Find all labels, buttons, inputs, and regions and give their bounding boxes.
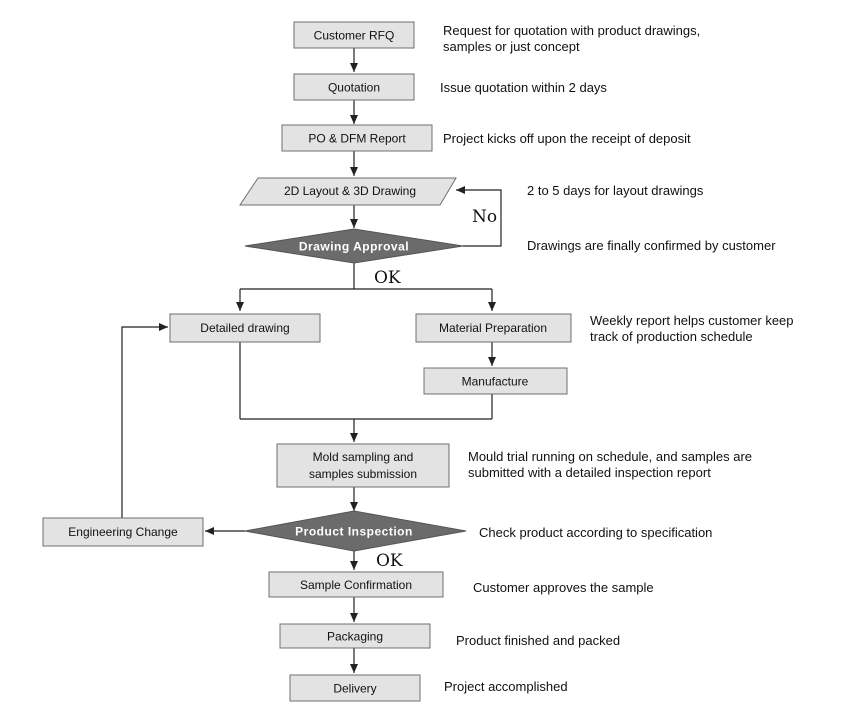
decision-product-inspection: Product Inspection xyxy=(244,510,467,552)
node-mold-sampling-label-line2: samples submission xyxy=(309,467,417,481)
node-po-dfm-report-label: PO & DFM Report xyxy=(308,132,406,146)
node-material-preparation-label: Material Preparation xyxy=(439,321,547,335)
node-detailed-drawing: Detailed drawing xyxy=(169,313,321,343)
node-sample-confirmation: Sample Confirmation xyxy=(268,571,444,598)
decision-drawing-approval: Drawing Approval xyxy=(244,228,464,264)
node-layout-drawing-label: 2D Layout & 3D Drawing xyxy=(284,184,416,198)
note-weekly-line2: track of production schedule xyxy=(590,329,753,344)
node-customer-rfq-label: Customer RFQ xyxy=(314,29,395,43)
note-rfq-line2: samples or just concept xyxy=(443,39,580,54)
node-sample-confirmation-label: Sample Confirmation xyxy=(300,578,412,592)
node-mold-sampling: Mold sampling and samples submission xyxy=(276,443,450,488)
node-detailed-drawing-label: Detailed drawing xyxy=(200,321,289,335)
decision-product-inspection-label: Product Inspection xyxy=(295,525,413,539)
note-rfq-line1: Request for quotation with product drawi… xyxy=(443,23,700,38)
node-manufacture: Manufacture xyxy=(423,367,568,395)
note-mould-line2: submitted with a detailed inspection rep… xyxy=(468,465,711,480)
node-customer-rfq: Customer RFQ xyxy=(293,21,415,49)
node-engineering-change: Engineering Change xyxy=(42,517,204,547)
node-quotation: Quotation xyxy=(293,73,415,101)
node-layout-drawing: 2D Layout & 3D Drawing xyxy=(239,177,457,206)
note-weekly-line1: Weekly report helps customer keep xyxy=(590,313,794,328)
branch-label-no: No xyxy=(472,207,497,227)
node-mold-sampling-label-line1: Mold sampling and xyxy=(313,450,414,464)
node-packaging: Packaging xyxy=(279,623,431,649)
note-mould-line1: Mould trial running on schedule, and sam… xyxy=(468,449,752,464)
node-manufacture-label: Manufacture xyxy=(462,375,529,389)
note-inspection: Check product according to specification xyxy=(479,525,712,540)
arrow-no-loop xyxy=(456,186,502,247)
branch-label-ok-approval: OK xyxy=(374,268,401,288)
note-sample: Customer approves the sample xyxy=(473,580,654,595)
note-delivery: Project accomplished xyxy=(444,679,568,694)
node-packaging-label: Packaging xyxy=(327,630,383,644)
node-po-dfm-report: PO & DFM Report xyxy=(281,124,433,152)
connectors xyxy=(121,48,502,673)
note-po: Project kicks off upon the receipt of de… xyxy=(443,131,691,146)
node-quotation-label: Quotation xyxy=(328,81,380,95)
arrow-engineering-to-detailed xyxy=(121,323,168,518)
node-engineering-change-label: Engineering Change xyxy=(68,525,178,539)
note-layout: 2 to 5 days for layout drawings xyxy=(527,183,704,198)
note-packaging: Product finished and packed xyxy=(456,633,620,648)
node-material-preparation: Material Preparation xyxy=(415,313,572,343)
note-approval: Drawings are finally confirmed by custom… xyxy=(527,238,776,253)
node-delivery-label: Delivery xyxy=(333,682,376,696)
branch-label-ok-inspection: OK xyxy=(376,551,403,571)
note-quotation: Issue quotation within 2 days xyxy=(440,80,607,95)
decision-drawing-approval-label: Drawing Approval xyxy=(299,240,409,254)
node-delivery: Delivery xyxy=(289,674,421,702)
